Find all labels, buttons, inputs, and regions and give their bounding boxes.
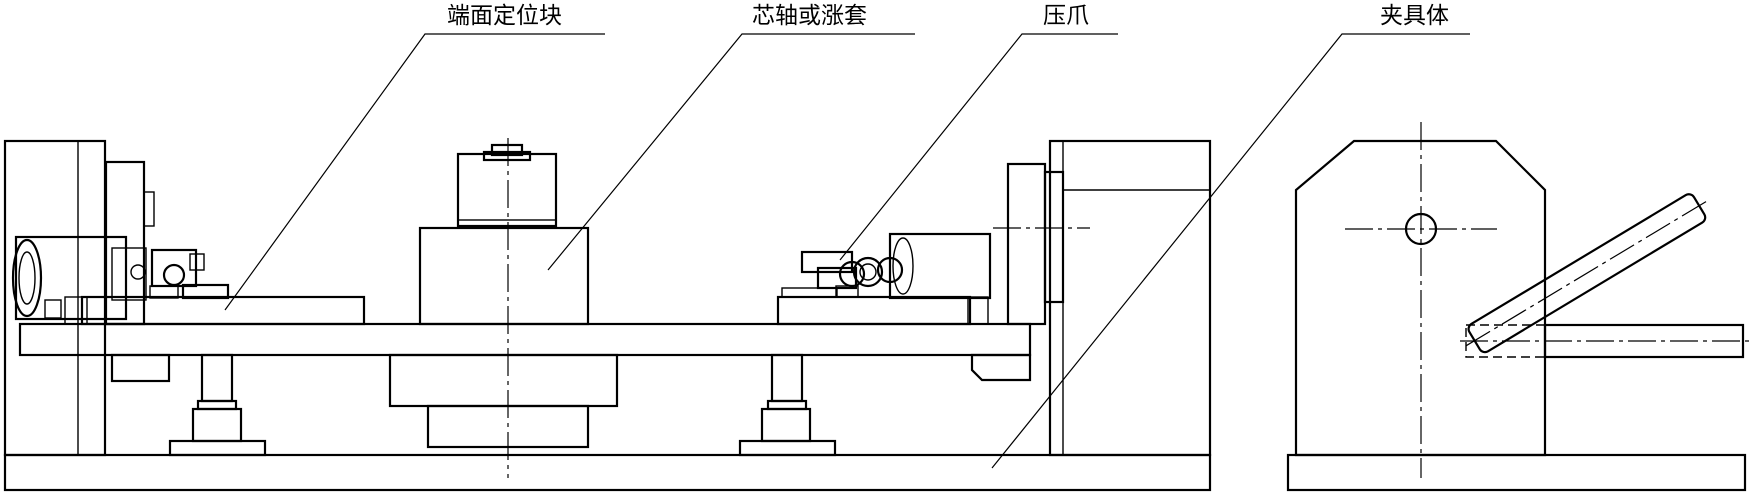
support-column-left	[168, 353, 267, 457]
front-view-center-lines	[507, 138, 1090, 478]
clamp-jaw-right	[800, 250, 904, 298]
fixture-body-front-view	[3, 139, 1212, 492]
base-plate	[3, 453, 1212, 492]
left-underside-block	[110, 353, 171, 383]
side-view-center-lines	[1345, 122, 1750, 478]
support-column-right	[738, 353, 837, 457]
left-rotation-head	[11, 160, 155, 326]
side-base-plate	[1286, 453, 1747, 492]
right-locating-block	[776, 287, 989, 326]
right-rotation-head	[888, 162, 1065, 382]
label-clamp-jaw: 压爪	[1043, 3, 1089, 29]
leader-fixture-body	[991, 33, 1470, 469]
leader-clamp-jaw	[839, 33, 1118, 261]
clamp-jaw-left	[149, 248, 230, 300]
label-mandrel-or-sleeve: 芯轴或涨套	[752, 3, 867, 29]
leader-end-face-locator	[224, 33, 605, 311]
leader-mandrel-or-sleeve	[547, 33, 915, 271]
label-fixture-body: 夹具体	[1380, 3, 1449, 29]
side-view-clamp-arm	[1465, 193, 1745, 359]
table-plate	[18, 322, 1032, 357]
right-upright	[1048, 139, 1212, 457]
mandrel-or-sleeve	[388, 143, 619, 449]
label-end-face-locator: 端面定位块	[447, 3, 562, 29]
